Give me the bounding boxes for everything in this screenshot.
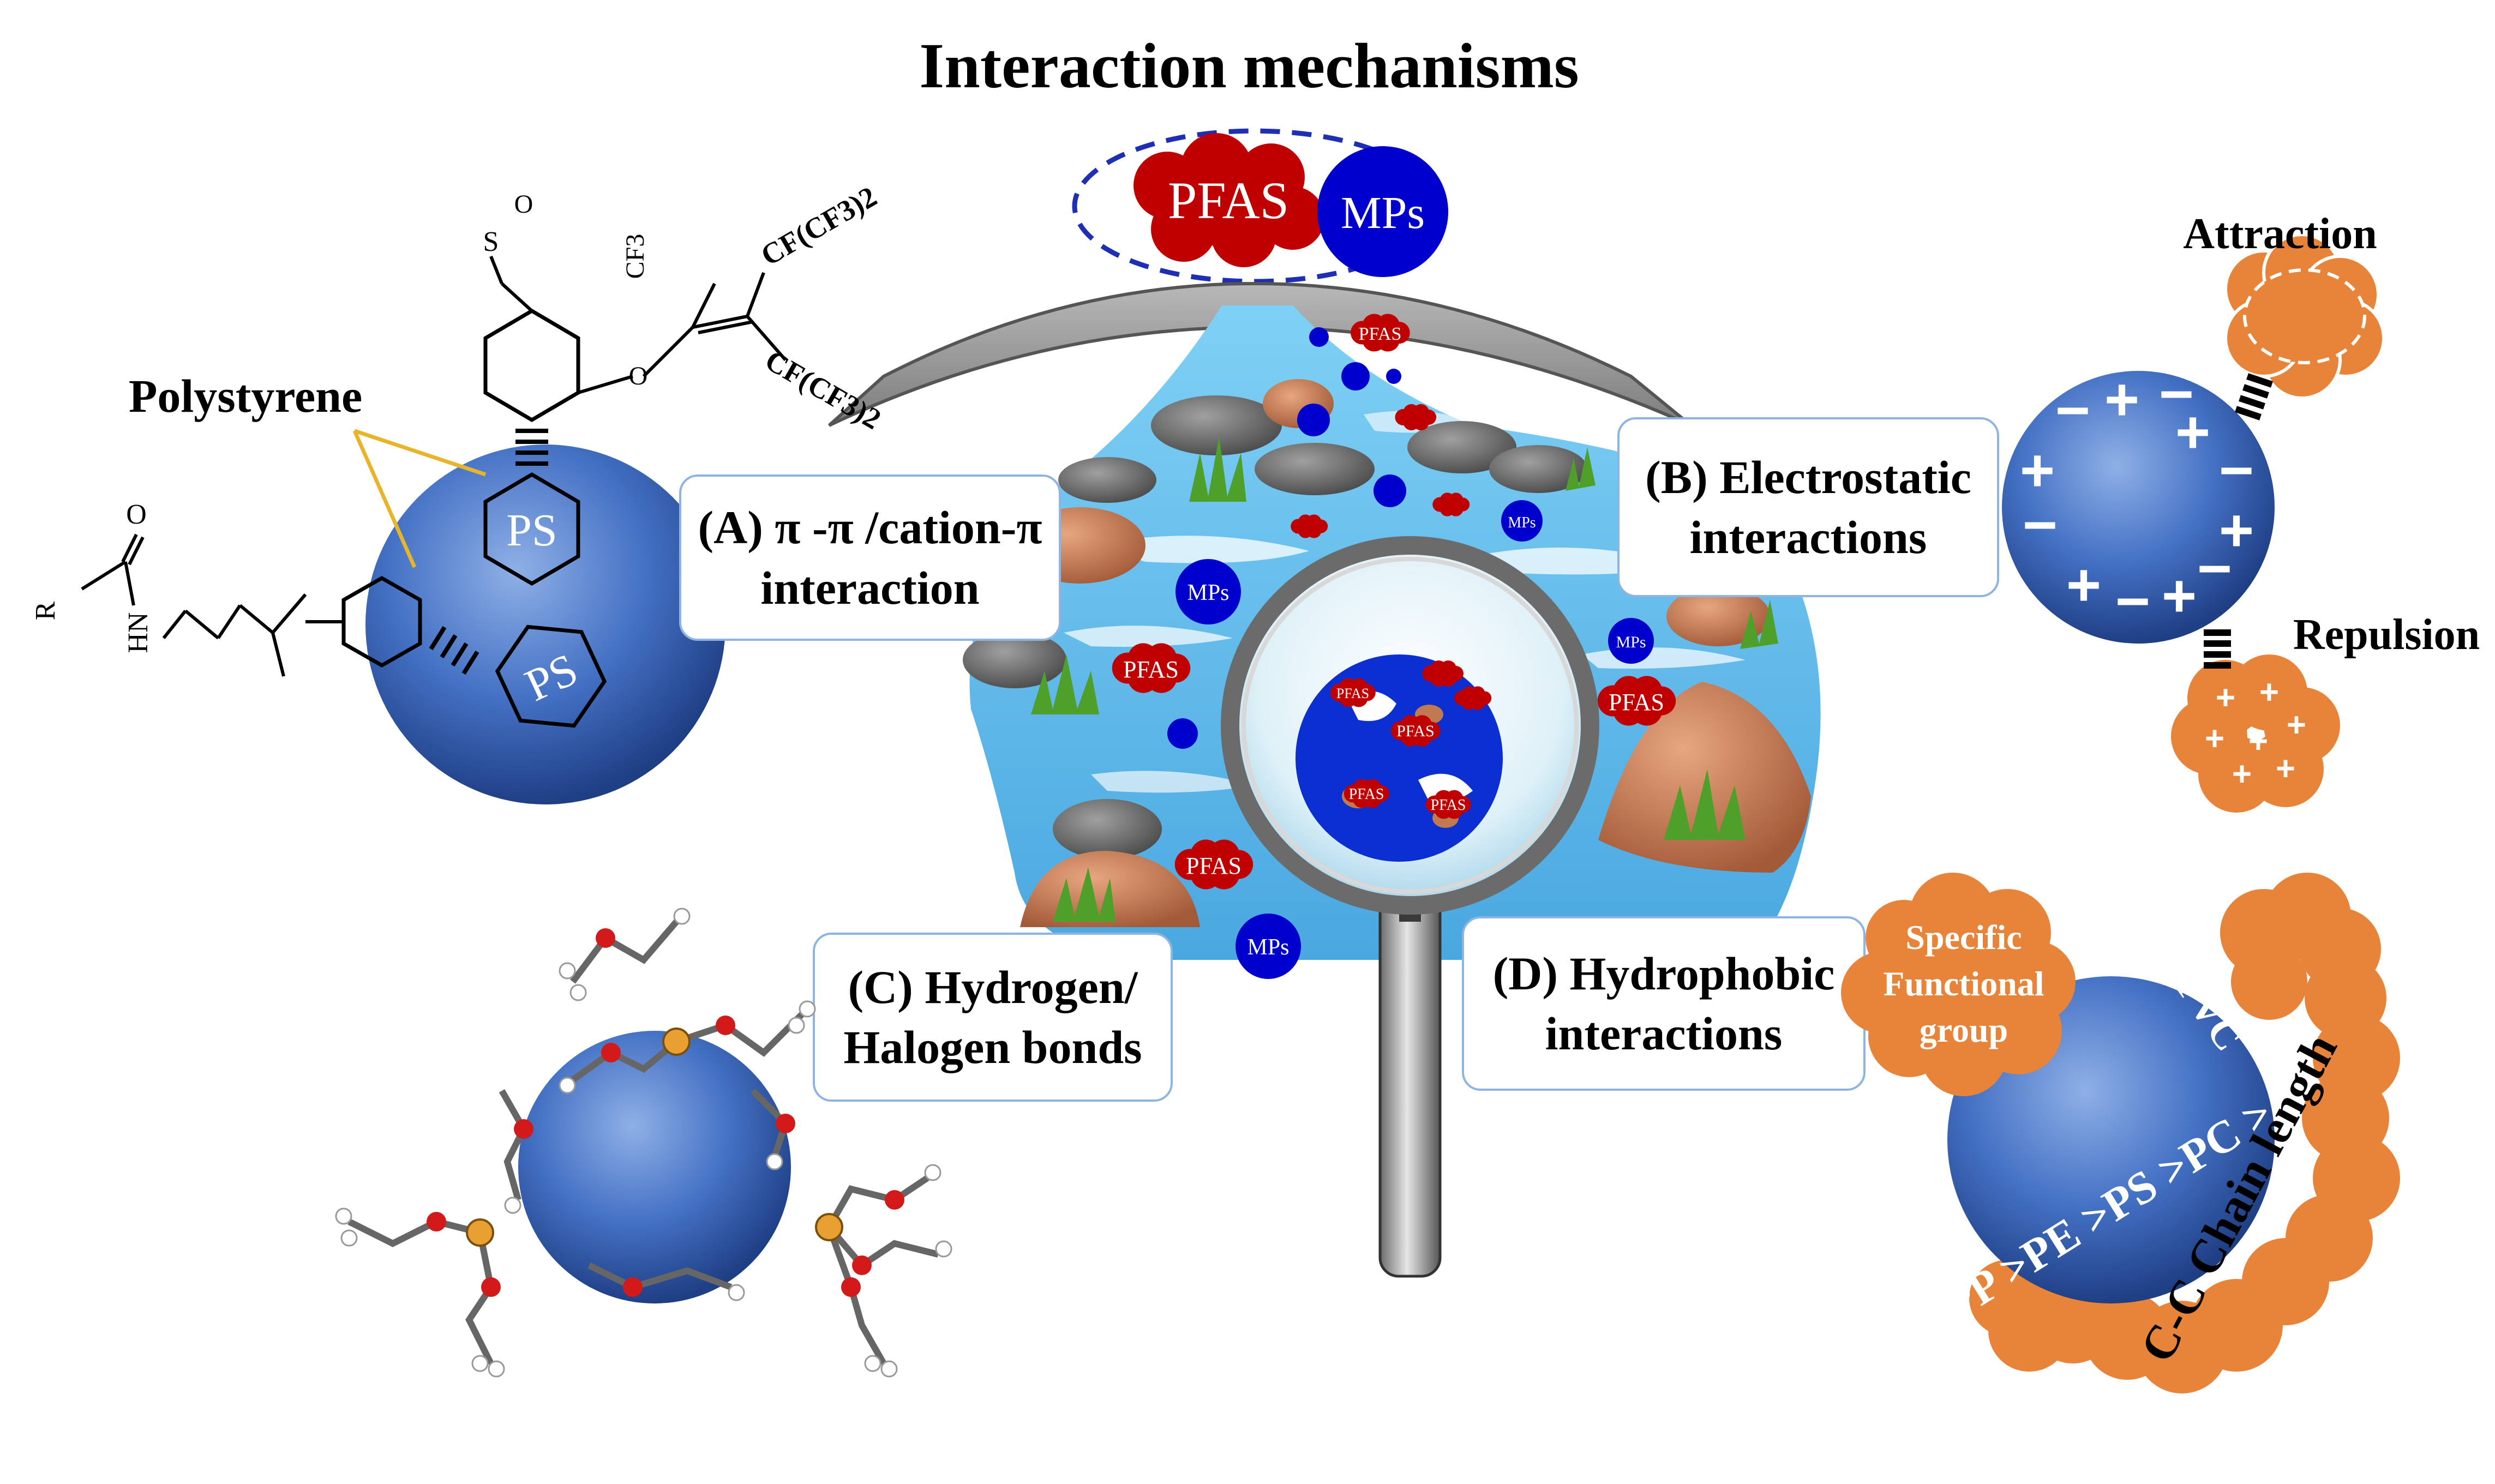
label-d-line2: interactions xyxy=(1545,1007,1783,1060)
charge-plus: + xyxy=(2066,551,2101,618)
label-c-line1: (C) Hydrogen/ xyxy=(848,960,1138,1013)
legend-ellipse: PFAS MPs xyxy=(1072,128,1448,284)
repulsion-plus: + xyxy=(2216,679,2235,717)
molecule-o: O xyxy=(629,362,648,390)
charge-plus: + xyxy=(2104,366,2139,433)
electrostatic-sphere xyxy=(2002,371,2275,644)
charge-plus: + xyxy=(2162,562,2197,629)
repulsion-plus: + xyxy=(2248,723,2268,760)
charge-minus: − xyxy=(2159,361,2194,428)
label-b-line1: (B) Electrostatic xyxy=(1645,450,1971,503)
charge-minus: − xyxy=(2115,568,2150,635)
label-b-line2: interactions xyxy=(1689,511,1927,563)
ps-label: PS xyxy=(506,505,557,556)
repulsion-plus: + xyxy=(2259,674,2279,711)
molecule-s: S xyxy=(483,226,499,257)
functional-group-cloud xyxy=(1841,873,2076,1096)
pfas-legend-label: PFAS xyxy=(1168,171,1289,230)
river-mps-label: MPs xyxy=(1187,580,1229,605)
label-a-box: (A) π -π /cation-π interaction xyxy=(679,474,1061,641)
polystyrene-sphere xyxy=(365,444,725,804)
diagram-title: Interaction mechanisms xyxy=(919,30,1579,101)
hydrophobic-panel: Specific Functional group PVC PP >PE >PS… xyxy=(1841,873,2400,1393)
molecule-cf3: CF3 xyxy=(621,234,650,279)
label-c-line2: Halogen bonds xyxy=(843,1021,1142,1073)
functional-group-line3: group xyxy=(1920,1011,2008,1049)
polystyrene-label: Polystyrene xyxy=(129,370,362,422)
mps-legend-label: MPs xyxy=(1341,188,1425,238)
repulsion-plus: + xyxy=(2287,706,2306,744)
river-pfas-label: PFAS xyxy=(1123,656,1179,683)
chain-length-cloud xyxy=(1969,873,2400,1393)
label-c-box: (C) Hydrogen/ Halogen bonds xyxy=(813,933,1173,1102)
label-a-line1: (A) π -π /cation-π xyxy=(698,501,1042,554)
functional-group-line1: Specific xyxy=(1905,918,2022,957)
river-mps-label: MPs xyxy=(1508,514,1536,531)
repulsion-plus: + xyxy=(2232,755,2252,793)
charge-plus: + xyxy=(2020,437,2055,504)
attraction-label: Attraction xyxy=(2183,210,2377,258)
molecule-r: R xyxy=(30,601,61,620)
repulsion-plus: + xyxy=(2205,720,2224,758)
river-mps-label: MPs xyxy=(1616,633,1646,651)
river-pfas-label: PFAS xyxy=(1359,324,1402,344)
label-b-box: (B) Electrostatic interactions xyxy=(1617,417,1999,597)
molecule-nh: HN xyxy=(123,612,154,653)
molecule-cf-upper: CF(CF3)2 xyxy=(755,180,883,272)
repulsion-label: Repulsion xyxy=(2293,611,2480,659)
charge-minus: − xyxy=(2197,535,2232,602)
molecule-o: O xyxy=(126,499,147,530)
charge-minus: − xyxy=(2219,437,2254,504)
mps-legend-circle xyxy=(1317,146,1448,277)
charge-plus: + xyxy=(2175,399,2210,466)
lens-pfas-label: PFAS xyxy=(1431,797,1466,814)
lens-pfas-label: PFAS xyxy=(1349,786,1384,803)
hydrogen-bond-panel xyxy=(335,908,952,1378)
label-a-line2: interaction xyxy=(760,561,980,614)
pfas-legend-cloud xyxy=(1133,133,1324,267)
charge-plus: + xyxy=(2219,497,2254,564)
repulsion-plus: + xyxy=(2276,750,2295,788)
repulsion-particle xyxy=(2171,654,2340,813)
hydrogen-bond-sphere xyxy=(518,1031,791,1303)
lens-pfas-label: PFAS xyxy=(1336,686,1369,701)
river-pfas-label: PFAS xyxy=(1186,852,1241,879)
functional-group-line2: Functional xyxy=(1883,964,2044,1003)
magnifying-glass-icon: PFAS PFAS PFAS PFAS xyxy=(1221,536,1599,1278)
river-mps-label: MPs xyxy=(1247,935,1289,960)
electrostatic-panel: − + − + − + − + − + − + Attraction xyxy=(2002,210,2480,813)
river-pfas-label: PFAS xyxy=(1609,689,1664,716)
label-d-box: (D) Hydrophobic interactions xyxy=(1462,916,1866,1091)
charge-minus: − xyxy=(2023,491,2058,558)
lens-pfas-label: PFAS xyxy=(1396,722,1435,740)
molecule-o: O xyxy=(514,190,533,219)
charge-minus: − xyxy=(2055,377,2090,444)
label-d-line1: (D) Hydrophobic xyxy=(1492,947,1835,1000)
river-particles: PFAS PFAS PFAS PFAS MPs MPs MPs MPs xyxy=(1112,314,1676,979)
lens-microplastic-sphere xyxy=(1296,654,1503,862)
